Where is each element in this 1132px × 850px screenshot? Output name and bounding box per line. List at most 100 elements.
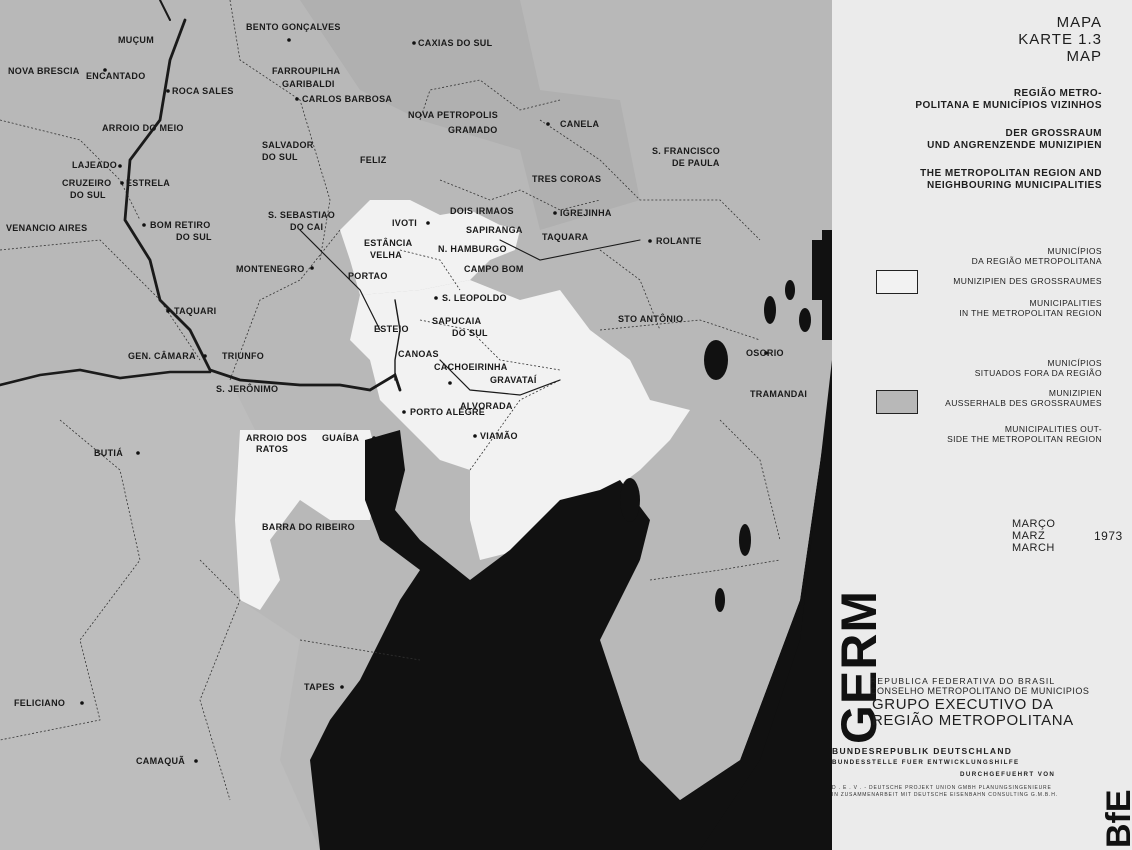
town-label: CRUZEIRO (62, 178, 111, 188)
town-label: DO SUL (176, 232, 212, 242)
subtitle-line: DER GROSSRAUM (1005, 128, 1102, 139)
town-label: LAJEADO (72, 160, 117, 170)
town-label: CAMPO BOM (464, 264, 524, 274)
town-label: ESTEIO (374, 324, 409, 334)
german-line-3: DURCHGEFUEHRT VON (960, 771, 1056, 778)
date-months: MARÇO MARZ MARCH (1012, 518, 1055, 554)
town-label: NOVA BRESCIA (8, 66, 80, 76)
town-label: CAXIAS DO SUL (418, 38, 493, 48)
subtitle-line: REGIÃO METRO- (1013, 88, 1102, 99)
metro-southwest-region (235, 430, 380, 610)
town-label: SAPIRANGA (466, 225, 523, 235)
subtitle-line: THE METROPOLITAN REGION AND (920, 168, 1102, 179)
legend-swatch-outside (876, 390, 918, 414)
legend-text: MUNICÍPIOS (1047, 246, 1102, 256)
org-line-council: CONSELHO METROPOLITANO DE MUNICIPIOS (870, 686, 1090, 696)
town-labels: BENTO GONÇALVES CAXIAS DO SUL MUÇUM NOVA… (6, 22, 807, 766)
subtitle-portuguese: REGIÃO METRO- POLITANA E MUNICÍPIOS VIZI… (915, 88, 1102, 112)
town-label: BUTIÁ (94, 448, 123, 458)
town-label: CANOAS (398, 349, 439, 359)
fine-print-1: D . E . V . - DEUTSCHE PROJEKT UNION GMB… (832, 785, 1052, 791)
town-label: MONTENEGRO (236, 264, 305, 274)
town-label: ESTÂNCIA (364, 237, 413, 248)
serra-land (300, 0, 640, 230)
legend-text: IN THE METROPOLITAN REGION (959, 308, 1102, 318)
coastal-lagoon (799, 308, 811, 332)
town-label: ARROIO DOS (246, 433, 307, 443)
town-label: ALVORADA (460, 401, 513, 411)
legend-outside-en: MUNICIPALITIES OUT- SIDE THE METROPOLITA… (947, 424, 1102, 444)
town-label: MUÇUM (118, 35, 154, 45)
town-label: VIAMÃO (480, 431, 518, 441)
map-title: MAPA KARTE 1.3 MAP (1018, 14, 1102, 65)
fine-print-2: IN ZUSAMMENARBEIT MIT DEUTSCHE EISENBAHN… (832, 792, 1058, 798)
town-label: TAQUARI (174, 306, 216, 316)
bfe-logo: BfE (1102, 752, 1132, 850)
town-label: VELHA (370, 250, 402, 260)
town-label: STO ANTÔNIO (618, 313, 683, 324)
date-month: MARÇO (1012, 518, 1056, 530)
date-month: MARZ (1012, 530, 1046, 542)
town-label: RATOS (256, 444, 288, 454)
germ-logo-text: GERM (836, 590, 884, 744)
title-line: KARTE 1.3 (1018, 31, 1102, 48)
legend-text: MUNICIPALITIES OUT- (1004, 424, 1102, 434)
legend-inside-de: MUNIZIPIEN DES GROSSRAUMES (953, 276, 1102, 286)
town-label: ENCANTADO (86, 71, 146, 81)
germ-logo: GERM (836, 590, 884, 744)
regional-map: BENTO GONÇALVES CAXIAS DO SUL MUÇUM NOVA… (0, 0, 832, 850)
town-markers (80, 38, 768, 763)
subtitle-line: POLITANA E MUNICÍPIOS VIZINHOS (915, 100, 1102, 111)
coastal-lagoon (822, 230, 832, 340)
town-label: BARRA DO RIBEIRO (262, 522, 355, 532)
legend-outside-pt: MUNICÍPIOS SITUADOS FORA DA REGIÃO (975, 358, 1102, 378)
town-label: S. SEBASTIAO (268, 210, 335, 220)
town-label: IVOTI (392, 218, 417, 228)
subtitle-english: THE METROPOLITAN REGION AND NEIGHBOURING… (920, 168, 1102, 192)
legend-text: MUNICÍPIOS (1047, 358, 1102, 368)
town-label: VENANCIO AIRES (6, 223, 87, 233)
town-label: PORTAO (348, 271, 388, 281)
legend-outside-de: MUNIZIPIEN AUSSERHALB DES GROSSRAUMES (945, 388, 1102, 408)
town-label: GRAMADO (448, 125, 498, 135)
town-label: SALVADOR (262, 140, 314, 150)
legend-text: MUNIZIPIEN (1048, 388, 1102, 398)
town-label: GUAÍBA (322, 433, 359, 443)
town-label: ARROIO DO MEIO (102, 123, 184, 133)
municipal-boundaries (0, 0, 781, 801)
german-line-1: BUNDESREPUBLIK DEUTSCHLAND (832, 746, 1013, 756)
subtitle-german: DER GROSSRAUM UND ANGRENZENDE MUNIZIPIEN (927, 128, 1102, 152)
legend-text: MUNICIPALITIES (1029, 298, 1102, 308)
bfe-logo-text: BfE (1102, 789, 1132, 848)
town-label: N. HAMBURGO (438, 244, 507, 254)
town-label: DO SUL (70, 190, 106, 200)
coastal-lagoon (764, 296, 776, 324)
town-label: CACHOEIRINHA (434, 362, 508, 372)
town-label: TRIUNFO (222, 351, 264, 361)
town-label: BOM RETIRO (150, 220, 211, 230)
town-label: FARROUPILHA (272, 66, 340, 76)
town-label: DOIS IRMAOS (450, 206, 514, 216)
org-line-brazil: REPUBLICA FEDERATIVA DO BRASIL (870, 676, 1056, 686)
town-label: CANELA (560, 119, 599, 129)
town-label: S. FRANCISCO (652, 146, 720, 156)
legend-text: DA REGIÃO METROPOLITANA (971, 256, 1102, 266)
coastal-lagoon (785, 280, 795, 300)
town-label: SAPUCAIA (432, 316, 482, 326)
town-label: CARLOS BARBOSA (302, 94, 392, 104)
subtitle-line: NEIGHBOURING MUNICIPALITIES (927, 180, 1102, 191)
town-label: S. JERÔNIMO (216, 383, 278, 394)
coastal-lagoon (715, 588, 725, 612)
legend-inside-pt: MUNICÍPIOS DA REGIÃO METROPOLITANA (972, 246, 1102, 266)
town-label: FELIZ (360, 155, 387, 165)
town-label: CAMAQUÃ (136, 756, 185, 766)
guaiba-lagoa-dos-patos (310, 380, 832, 850)
town-label: S. LEOPOLDO (442, 293, 507, 303)
town-label: PORTO ALEGRE (410, 407, 485, 417)
town-label: ROLANTE (656, 236, 702, 246)
town-label: DE PAULA (672, 158, 720, 168)
town-label: BENTO GONÇALVES (246, 22, 341, 32)
town-label: DO SUL (262, 152, 298, 162)
town-label: DO CAI (290, 222, 323, 232)
